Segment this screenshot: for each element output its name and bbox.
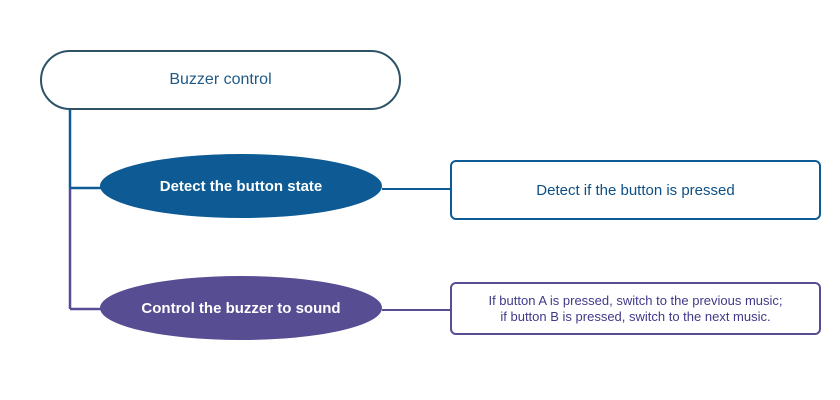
detail-box-line: If button A is pressed, switch to the pr… xyxy=(488,292,783,308)
root-node: Buzzer control xyxy=(40,50,401,110)
detail-box-text: If button A is pressed, switch to the pr… xyxy=(488,293,782,325)
branch-node-label: Control the buzzer to sound xyxy=(141,299,341,317)
branch-node-label: Detect the button state xyxy=(159,177,323,195)
branch-node-control-buzzer: Control the buzzer to sound xyxy=(100,276,382,340)
branch-node-detect-button-state: Detect the button state xyxy=(100,154,382,218)
detail-box-line: if button B is pressed, switch to the ne… xyxy=(500,308,771,324)
detail-box-text: Detect if the button is pressed xyxy=(536,181,735,199)
detail-box-control-buzzer: If button A is pressed, switch to the pr… xyxy=(450,282,821,335)
root-node-label: Buzzer control xyxy=(169,71,272,88)
detail-box-detect-button-state: Detect if the button is pressed xyxy=(450,160,821,220)
